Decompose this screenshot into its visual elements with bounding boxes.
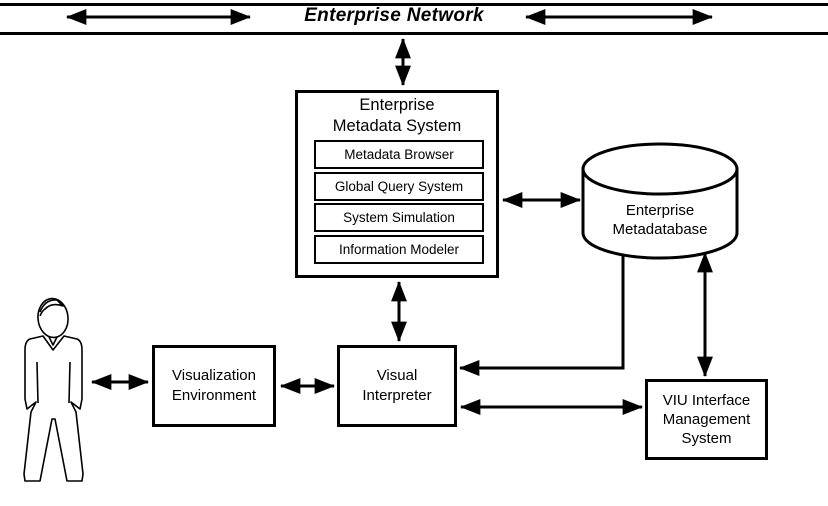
- visualization-environment-label-line2: Environment: [171, 387, 257, 404]
- viu-label-line3: System: [681, 430, 732, 447]
- metadatabase-label-line1: Enterprise: [625, 202, 695, 219]
- node-visualization-environment: Visualization Environment: [152, 345, 276, 427]
- visualization-environment-label-line1: Visualization: [172, 367, 256, 384]
- visual-interpreter-label-line2: Interpreter: [362, 387, 432, 404]
- node-viu-interface-management-system: VIU Interface Management System: [645, 379, 768, 460]
- metadata-system-title: Enterprise Metadata System: [298, 95, 496, 137]
- metadata-system-title-line2: Metadata System: [332, 117, 462, 135]
- viu-label-line2: Management: [662, 411, 751, 428]
- viu-label-line1: VIU Interface: [662, 392, 751, 409]
- arrow-metadatabase-visual-interpreter: [458, 255, 625, 376]
- visual-interpreter-label-line1: Visual: [376, 367, 418, 384]
- component-global-query-system: Global Query System: [314, 172, 484, 201]
- database-cylinder: [581, 142, 739, 260]
- component-system-simulation: System Simulation: [314, 203, 484, 232]
- metadatabase-label-line2: Metadatabase: [612, 221, 708, 238]
- node-visual-interpreter: Visual Interpreter: [337, 345, 457, 427]
- metadata-system-title-line1: Enterprise: [359, 96, 435, 114]
- person-outline-icon: [23, 297, 84, 482]
- component-information-modeler: Information Modeler: [314, 235, 484, 264]
- component-metadata-browser: Metadata Browser: [314, 140, 484, 169]
- node-enterprise-metadata-system: Enterprise Metadata System Metadata Brow…: [295, 90, 499, 278]
- node-enterprise-metadatabase-label: Enterprise Metadatabase: [583, 201, 737, 239]
- network-title: Enterprise Network: [304, 5, 484, 26]
